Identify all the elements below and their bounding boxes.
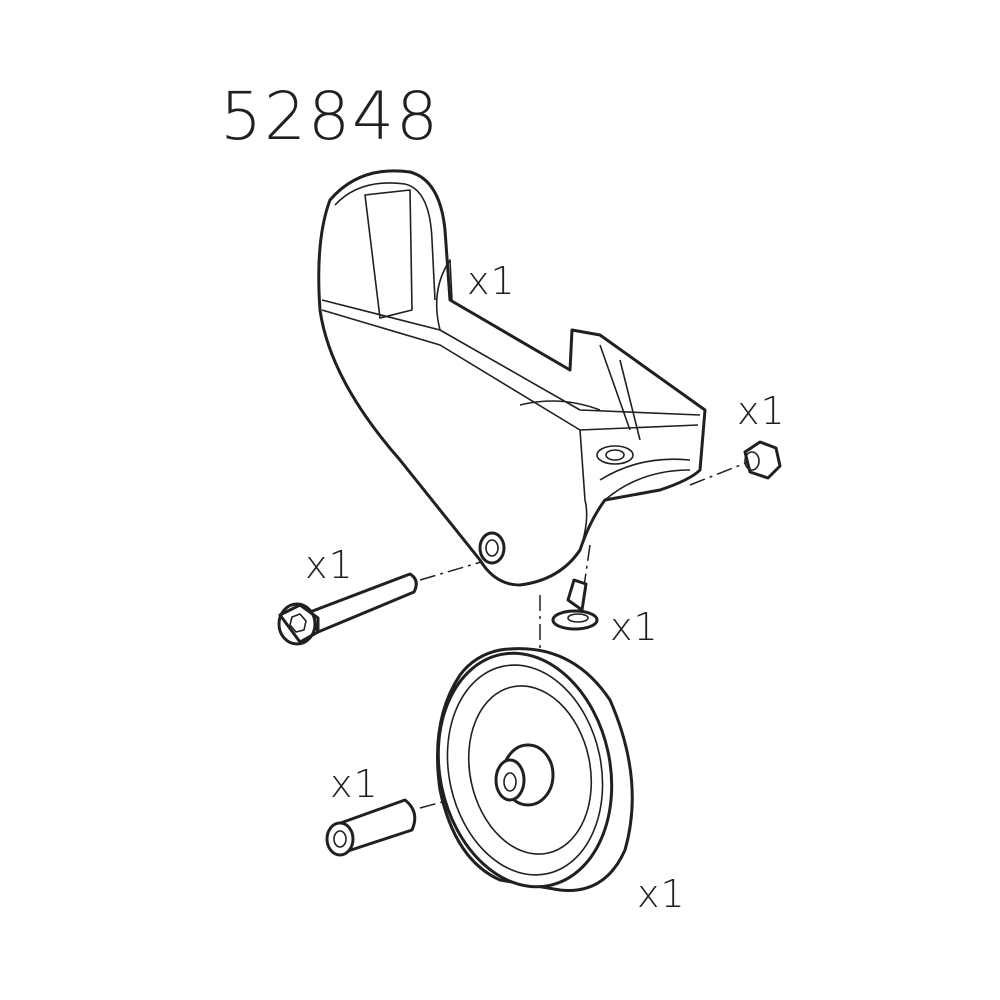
housing-quantity-label: x1 — [467, 259, 516, 303]
nut-quantity-label: x1 — [737, 389, 786, 433]
part-number: 52848 — [220, 78, 440, 155]
rivet-axis — [581, 544, 591, 601]
bolt-quantity-label: x1 — [305, 543, 354, 587]
nut — [743, 440, 782, 480]
housing — [317, 169, 707, 587]
wheel — [436, 647, 634, 892]
rivet-quantity-label: x1 — [610, 605, 659, 649]
nut-axis — [689, 461, 749, 486]
axle-sleeve — [325, 798, 417, 857]
bolt — [277, 572, 418, 646]
sleeve-quantity-label: x1 — [330, 762, 379, 806]
wheel-quantity-label: x1 — [637, 872, 686, 916]
rivet — [551, 578, 599, 631]
